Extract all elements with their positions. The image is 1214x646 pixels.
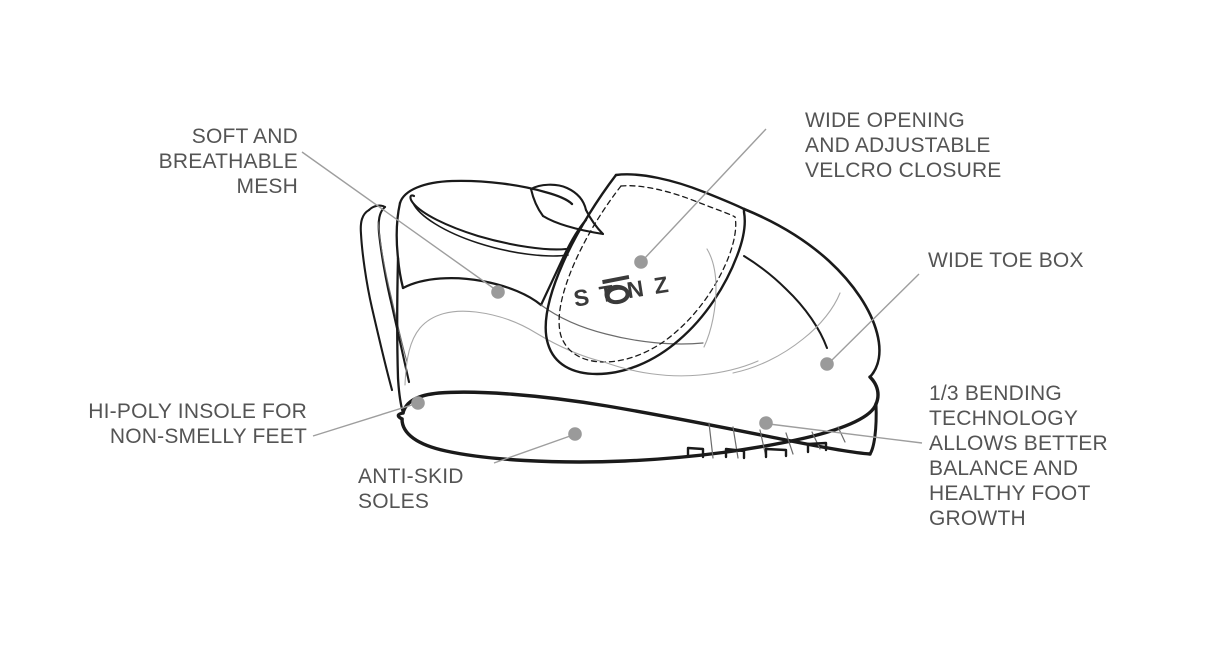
callout-dot-insole [411, 396, 425, 410]
toe-sole-wrap [868, 375, 880, 406]
toe-upper-outline [742, 207, 881, 379]
flex-groove-5 [811, 431, 821, 450]
toe-front-hairline [732, 292, 841, 374]
velcro-strap-outline [544, 173, 746, 376]
brand-logo-text-tail: N Z [625, 271, 672, 304]
tongue-left-edge [529, 187, 545, 218]
leader-line-mesh [301, 151, 497, 291]
leader-line-antiskid [493, 434, 574, 464]
heel-pull-tab [359, 208, 394, 392]
velcro-strap-stitching-top [620, 185, 736, 218]
callout-dot-bending [759, 416, 773, 430]
callout-dot-antiskid [568, 427, 582, 441]
heel-sole-wrap [396, 411, 405, 421]
brand-logo-stone-highlight [609, 289, 626, 301]
callout-dot-toebox [820, 357, 834, 371]
flex-groove-1 [708, 422, 714, 459]
collar-outer [398, 179, 574, 206]
flex-groove-6 [837, 426, 846, 443]
outsole-tread-notches [686, 441, 828, 460]
callout-label-anti-skid-soles: ANTI-SKID SOLES [358, 465, 464, 513]
leader-line-velcro [643, 128, 767, 260]
collar-opening-edge [409, 194, 568, 251]
tongue-bottom [541, 214, 605, 236]
leader-line-insole [312, 403, 416, 437]
callout-label-bending-technology: 1/3 BENDING TECHNOLOGY ALLOWS BETTER BAL… [929, 382, 1108, 530]
callout-label-wide-toe-box: WIDE TOE BOX [928, 249, 1084, 272]
flex-groove-4 [785, 432, 794, 455]
callout-label-hi-poly-insole: HI-POLY INSOLE FOR NON-SMELLY FEET [88, 400, 307, 448]
brand-logo-macron [602, 274, 630, 285]
collar-opening-lower [412, 202, 569, 257]
callout-dot-mesh [491, 285, 505, 299]
velcro-strap-top-edge [614, 173, 746, 211]
upper-body-outline [396, 256, 405, 415]
tongue-right-edge [584, 208, 605, 236]
flex-groove-2 [732, 426, 739, 459]
heel-pull-tab-crease [377, 221, 408, 363]
callout-label-soft-and-breathable-mesh: SOFT AND BREATHABLE MESH [158, 125, 298, 198]
leader-line-toebox [830, 273, 920, 362]
callout-dot-velcro [634, 255, 648, 269]
leader-line-bending [768, 423, 923, 444]
toe-cap-seam [743, 255, 828, 349]
forefoot-hairline [603, 360, 759, 377]
mesh-panel-hairline [404, 310, 605, 386]
heel-pull-tab-inner [377, 205, 411, 384]
tongue-top [529, 183, 588, 212]
collar-bottom-seam [401, 277, 543, 307]
callout-label-wide-opening-velcro-closure: WIDE OPENING AND ADJUSTABLE VELCRO CLOSU… [805, 109, 1002, 182]
toe-overlay-hairline [703, 248, 717, 348]
